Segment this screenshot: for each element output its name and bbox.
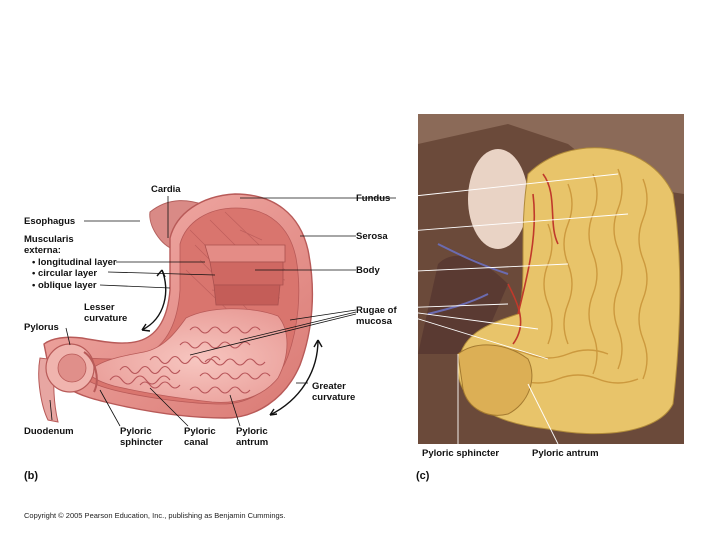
label-duodenum: Duodenum [24,426,74,437]
label-greater-curvature: Greater [312,381,346,392]
label-fundus: Fundus [356,193,390,204]
label-greater-curvature-2: curvature [312,392,355,403]
label-serosa: Serosa [356,231,388,242]
label-photo-pyloric-antrum: Pyloric antrum [532,448,599,459]
label-muscularis-externa: externa: [24,245,61,256]
label-oblique-layer: • oblique layer [32,280,97,291]
label-pyloric-sphincter-2: sphincter [120,437,163,448]
label-rugae: Rugae of [356,305,397,316]
label-body: Body [356,265,380,276]
label-esophagus: Esophagus [24,216,75,227]
copyright-notice: Copyright © 2005 Pearson Education, Inc.… [24,511,286,520]
label-pyloric-antrum-2: antrum [236,437,268,448]
panel-label-c: (c) [416,470,429,482]
label-photo-pyloric-sphincter: Pyloric sphincter [422,448,499,459]
label-pyloric-canal: Pyloric [184,426,216,437]
label-pyloric-canal-2: canal [184,437,208,448]
label-pylorus: Pylorus [24,322,59,333]
dissection-photo [418,114,684,444]
label-lesser-curvature: Lesser [84,302,115,313]
label-muscularis: Muscularis [24,234,74,245]
label-lesser-curvature-2: curvature [84,313,127,324]
label-longitudinal-layer: • longitudinal layer [32,257,117,268]
label-cardia: Cardia [151,184,181,195]
label-pyloric-sphincter: Pyloric [120,426,152,437]
label-rugae-2: mucosa [356,316,392,327]
panel-label-b: (b) [24,470,38,482]
label-pyloric-antrum: Pyloric [236,426,268,437]
label-circular-layer: • circular layer [32,268,97,279]
